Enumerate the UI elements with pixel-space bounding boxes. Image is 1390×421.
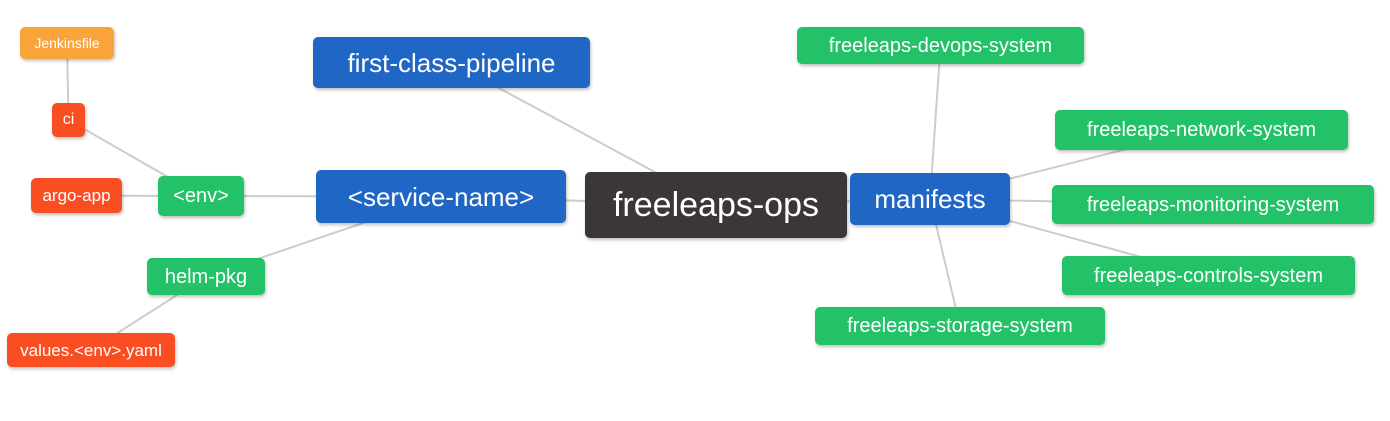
node-helm-pkg[interactable]: helm-pkg	[147, 258, 265, 295]
node-label: argo-app	[42, 186, 111, 205]
node-label: first-class-pipeline	[347, 47, 556, 78]
node-label: freeleaps-devops-system	[828, 34, 1053, 57]
node-label: freeleaps-ops	[612, 186, 819, 224]
node-argo-app[interactable]: argo-app	[31, 178, 122, 213]
node-label: <env>	[173, 185, 229, 207]
node-first-class-pipeline[interactable]: first-class-pipeline	[313, 37, 590, 88]
node-manifests[interactable]: manifests	[850, 173, 1010, 225]
node-freeleaps-ops[interactable]: freeleaps-ops	[585, 172, 847, 238]
node-values-env-yaml[interactable]: values.<env>.yaml	[7, 333, 175, 367]
node-label: Jenkinsfile	[34, 35, 100, 51]
node-label: freeleaps-monitoring-system	[1086, 193, 1340, 216]
node-label: freeleaps-storage-system	[847, 315, 1073, 337]
node-label: manifests	[874, 184, 986, 214]
node-env[interactable]: <env>	[158, 176, 244, 216]
node-label: ci	[62, 111, 75, 128]
node-label: freeleaps-network-system	[1087, 119, 1316, 141]
node-freeleaps-monitoring-system[interactable]: freeleaps-monitoring-system	[1052, 185, 1374, 224]
node-label: values.<env>.yaml	[20, 340, 162, 360]
node-freeleaps-storage-system[interactable]: freeleaps-storage-system	[815, 307, 1105, 345]
node-freeleaps-network-system[interactable]: freeleaps-network-system	[1055, 110, 1348, 150]
node-label: <service-name>	[347, 181, 535, 212]
node-freeleaps-controls-system[interactable]: freeleaps-controls-system	[1062, 256, 1355, 295]
node-label: helm-pkg	[164, 265, 248, 288]
node-jenkinsfile[interactable]: Jenkinsfile	[20, 27, 114, 59]
node-label: freeleaps-controls-system	[1094, 264, 1323, 287]
node-freeleaps-devops-system[interactable]: freeleaps-devops-system	[797, 27, 1084, 64]
node-service-name[interactable]: <service-name>	[316, 170, 566, 223]
node-ci[interactable]: ci	[52, 103, 85, 137]
